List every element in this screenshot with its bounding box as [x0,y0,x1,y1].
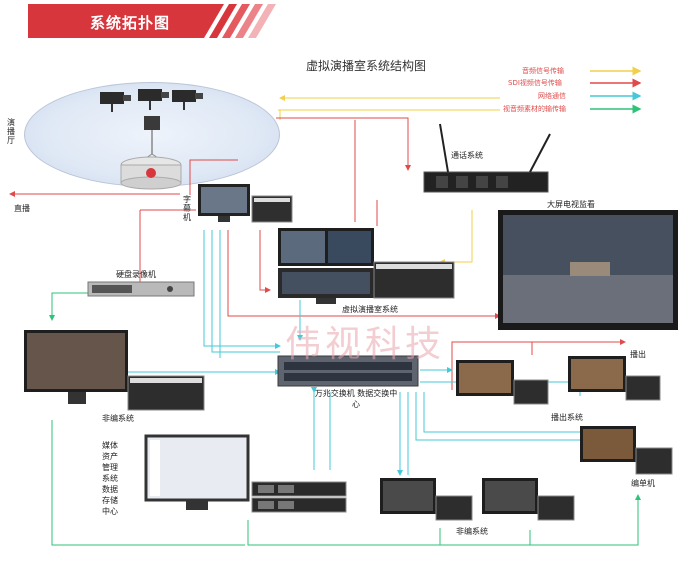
disk-recorder-label: 硬盘录像机 [116,270,156,279]
diagram-title: 虚拟演播室系统结构图 [306,59,427,73]
virtual-studio-workstation-icon [278,228,455,304]
subtitle-machine-label: 字幕机 [183,195,191,222]
studio-desk-icon [120,156,182,190]
big-screen-label: 大屏电视监看 [547,200,595,209]
legend-label-net: 网络通信 [538,92,566,100]
legend-label-sdi: SDI视频信号传输 [508,79,562,87]
robot-camera-icon [139,116,165,163]
subtitle-machine-icon [198,184,293,223]
big-screen-monitor-icon [498,210,678,330]
playout-label: 播出 [630,350,646,359]
legend-label-media: 视音频素材的输传输 [503,105,566,113]
studio-label: 演播厅 [7,118,15,145]
nonlinear-workstation-left-icon [24,330,205,411]
playout-workstation-icon [456,356,661,405]
virtual-system-label: 虚拟演播室系统 [342,305,398,314]
watermark: 伟视科技 [285,324,446,365]
title-banner: 系统拓扑图 [28,4,278,38]
camera-icon [100,92,131,112]
banner-title: 系统拓扑图 [90,14,171,32]
banner-shape [28,4,276,38]
nonlinear-workstation-bottom-icon [380,478,575,521]
camera-icon [138,89,169,110]
media-center-label: 媒体资产管理系统数据存储中心 [102,441,118,516]
playout-system-label: 播出系统 [551,413,583,422]
disk-recorder-icon [87,281,195,297]
camera-icon [172,90,203,110]
switch-label: 万兆交换机 数据交换中心 [314,389,398,409]
edit-single-label: 编单机 [631,479,655,488]
live-label: 直播 [14,204,30,213]
nonlinear-left-label: 非编系统 [102,414,134,423]
legend-label-audio: 音频信号传输 [522,67,564,75]
nonlinear-bottom-label: 非编系统 [456,527,488,536]
media-asset-center-icon [144,434,347,513]
edit-workstation-icon [580,426,673,475]
audio-system-label: 通话系统 [451,151,483,160]
network-switch-icon [277,355,419,387]
audio-receiver-icon [423,123,551,193]
